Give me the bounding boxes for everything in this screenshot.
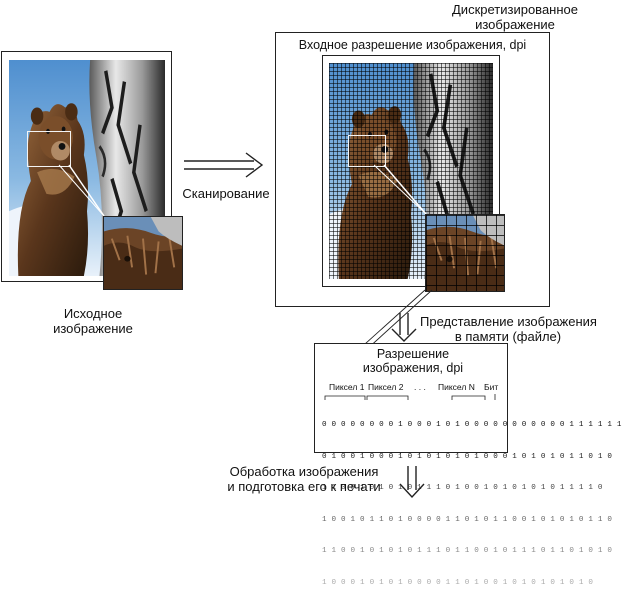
source-image-label: Исходное изображение	[53, 306, 133, 336]
double-line-right-arrow-icon	[184, 152, 264, 178]
input-resolution-label: Входное разрешение изображения, dpi	[298, 38, 527, 52]
processing-label: Обработка изображения и подготовка его к…	[227, 464, 381, 494]
discretized-selection-box	[348, 135, 386, 167]
source-zoom-lines	[58, 164, 105, 217]
bit-row: 0 1 0 0 1 0 0 0 1 0 1 0 1 0 1 0 1 0 0 0 …	[322, 452, 613, 461]
bit-rows: 0 0 0 0 0 0 0 0 1 0 0 0 1 0 1 0 0 0 0 0 …	[322, 399, 622, 599]
bit-row: 1 0 0 0 1 0 1 0 1 0 0 0 0 1 1 0 1 0 0 1 …	[322, 578, 594, 587]
memory-representation-label: Представление изображения в памяти (файл…	[420, 314, 597, 344]
memory-representation-box	[314, 343, 508, 453]
pixel-brackets	[324, 394, 496, 400]
discretized-zoom-lines	[373, 164, 427, 215]
pixel-1-label: Пиксел 1	[329, 382, 365, 392]
pixel-2-label: Пиксел 2	[368, 382, 404, 392]
bit-row: 1 0 0 1 0 1 1 0 1 0 0 0 0 1 1 0 1 0 1 1 …	[322, 515, 613, 524]
source-zoom-inset	[103, 216, 183, 290]
double-line-down-arrow-icon	[399, 466, 425, 499]
source-selection-box	[27, 131, 71, 167]
discretized-image-label: Дискретизированное изображение	[452, 2, 578, 32]
double-line-down-arrow-icon	[391, 313, 417, 342]
bit-label: Бит	[484, 382, 499, 392]
bit-row: 0 0 0 0 0 0 0 0 1 0 0 0 1 0 1 0 0 0 0 0 …	[322, 421, 622, 429]
pixel-n-label: Пиксел N	[438, 382, 475, 392]
ellipsis-label: . . .	[414, 382, 426, 392]
bit-row: 1 1 0 0 1 0 1 0 1 0 1 1 1 0 1 1 0 0 1 0 …	[322, 547, 613, 555]
image-resolution-label: Разрешение изображения, dpi	[362, 347, 464, 375]
scanning-label: Сканирование	[182, 186, 270, 201]
